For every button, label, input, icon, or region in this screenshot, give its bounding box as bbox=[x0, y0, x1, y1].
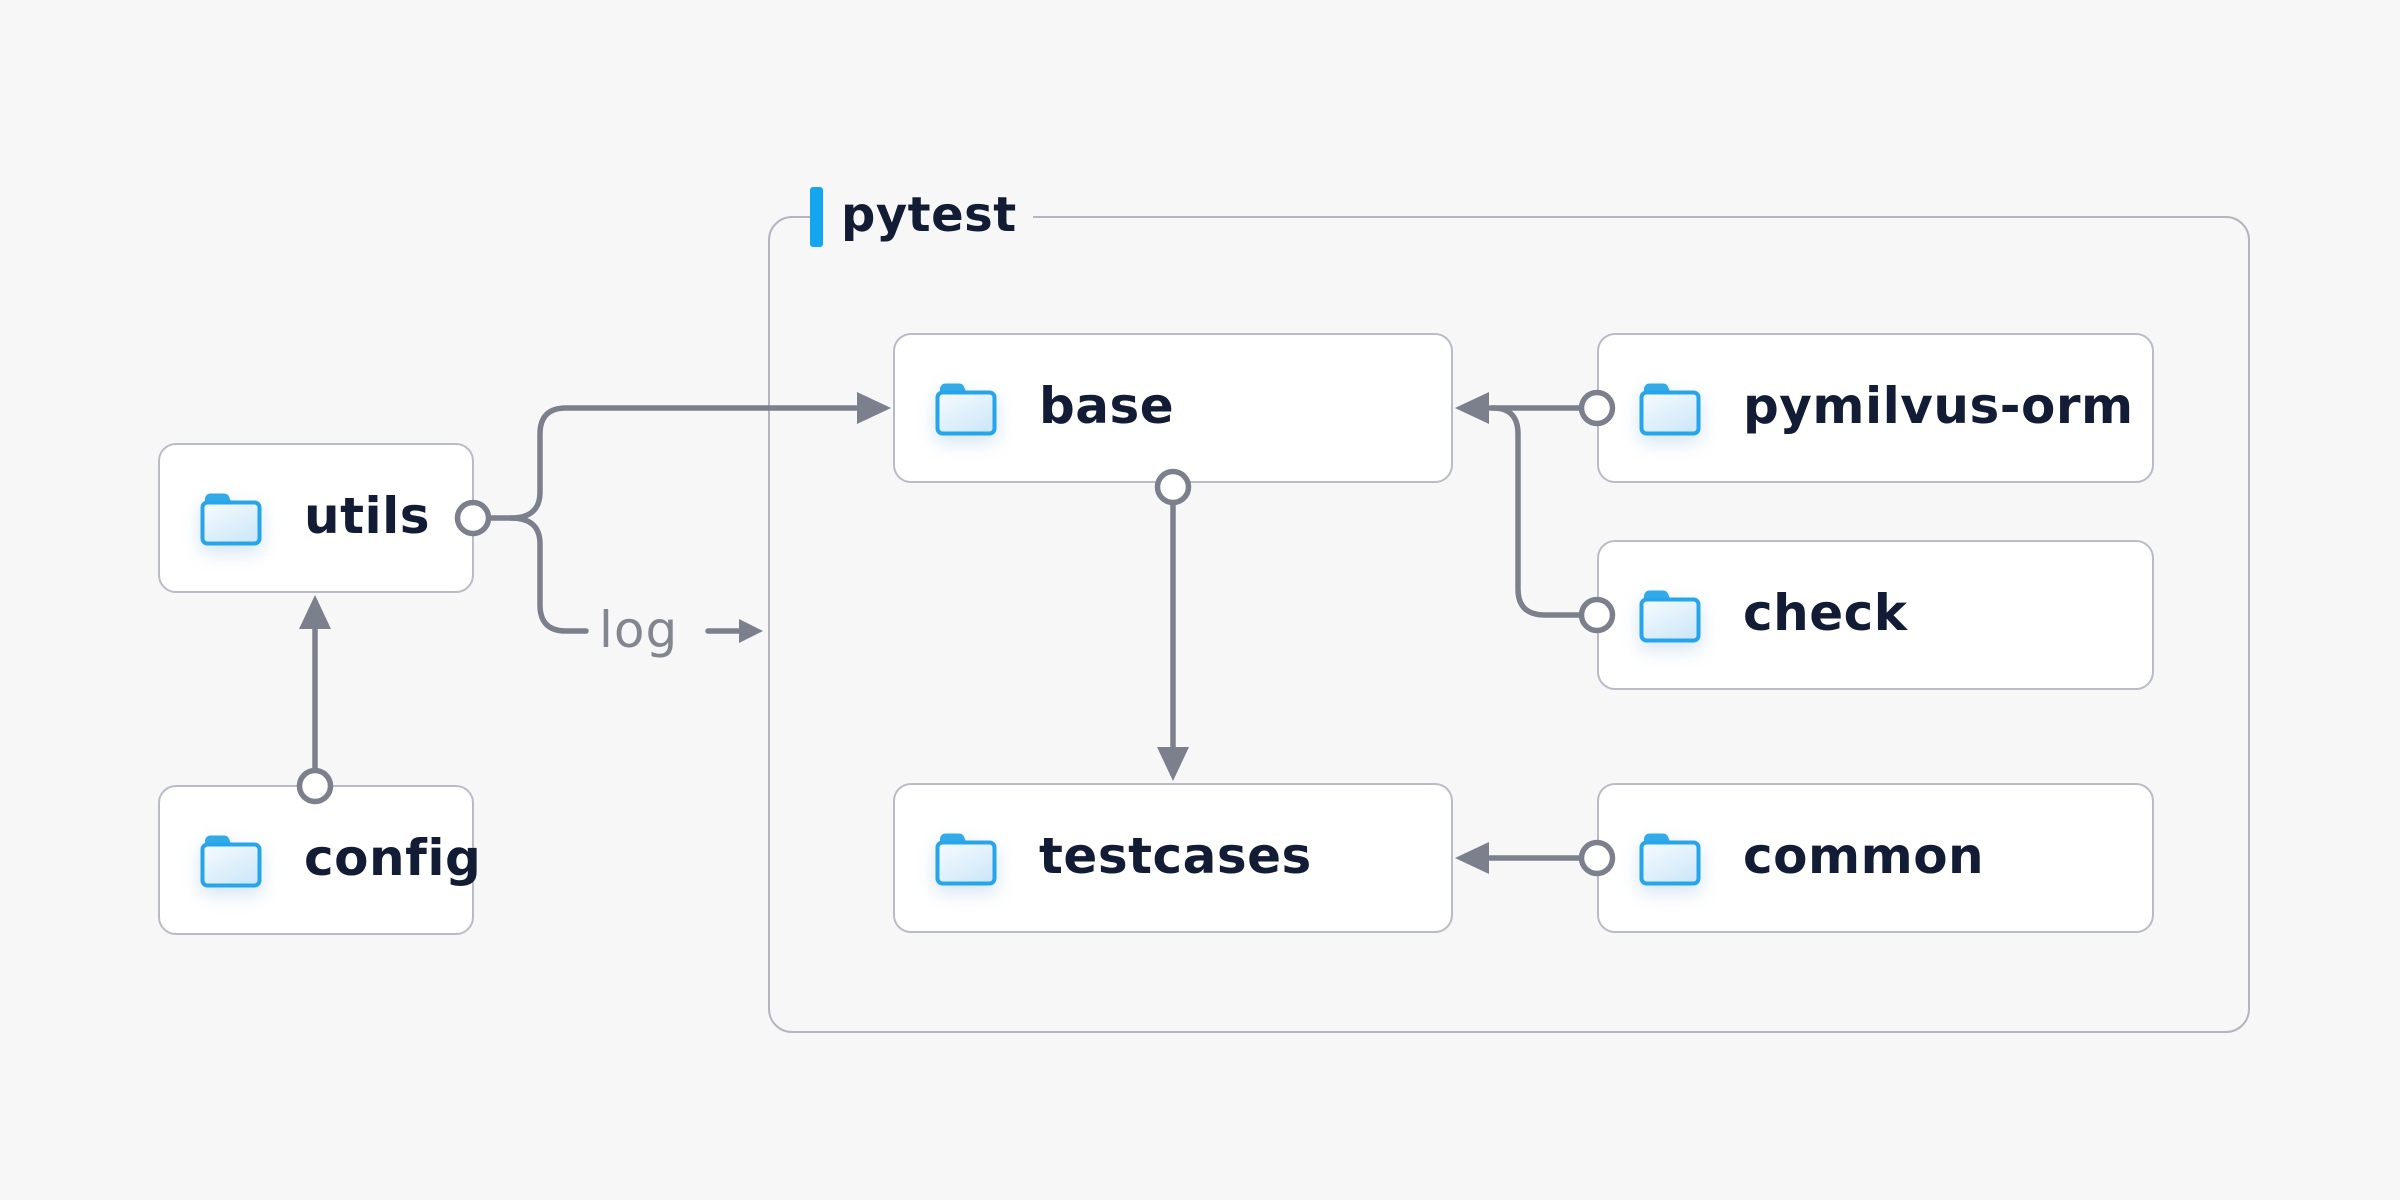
node-label: utils bbox=[304, 487, 431, 545]
node-testcases: testcases bbox=[893, 783, 1453, 933]
node-base: base bbox=[893, 333, 1453, 483]
folder-icon bbox=[198, 490, 264, 546]
folder-icon bbox=[1637, 830, 1703, 886]
arrowhead bbox=[299, 595, 331, 629]
folder-body bbox=[200, 500, 262, 546]
folder-icon bbox=[1637, 380, 1703, 436]
node-check: check bbox=[1597, 540, 2154, 690]
arrowhead bbox=[739, 619, 763, 643]
folder-body bbox=[1639, 390, 1701, 436]
node-label: common bbox=[1743, 827, 1985, 885]
node-label: pymilvus-orm bbox=[1743, 377, 2134, 435]
group-pytest-label: pytest bbox=[810, 185, 1033, 249]
folder-icon bbox=[933, 380, 999, 436]
accent-bar bbox=[810, 187, 823, 247]
node-pymilvus-orm: pymilvus-orm bbox=[1597, 333, 2154, 483]
folder-icon bbox=[198, 832, 264, 888]
node-common: common bbox=[1597, 783, 2154, 933]
folder-body bbox=[200, 842, 262, 888]
node-label: check bbox=[1743, 584, 1908, 642]
group-pytest: pytest bbox=[768, 185, 2250, 1033]
node-utils: utils bbox=[158, 443, 474, 593]
edge-config-utils bbox=[296, 595, 334, 805]
node-label: config bbox=[304, 829, 482, 887]
node-config: config bbox=[158, 785, 481, 935]
group-pytest-label-text: pytest bbox=[841, 187, 1017, 243]
edge-label-log: log bbox=[599, 601, 679, 659]
edge-line bbox=[508, 515, 589, 634]
folder-icon bbox=[933, 830, 999, 886]
node-label: testcases bbox=[1039, 827, 1312, 885]
node-label: base bbox=[1039, 377, 1175, 435]
folder-body bbox=[1639, 597, 1701, 643]
folder-body bbox=[1639, 840, 1701, 886]
folder-body bbox=[935, 390, 997, 436]
folder-icon bbox=[1637, 587, 1703, 643]
folder-body bbox=[935, 840, 997, 886]
